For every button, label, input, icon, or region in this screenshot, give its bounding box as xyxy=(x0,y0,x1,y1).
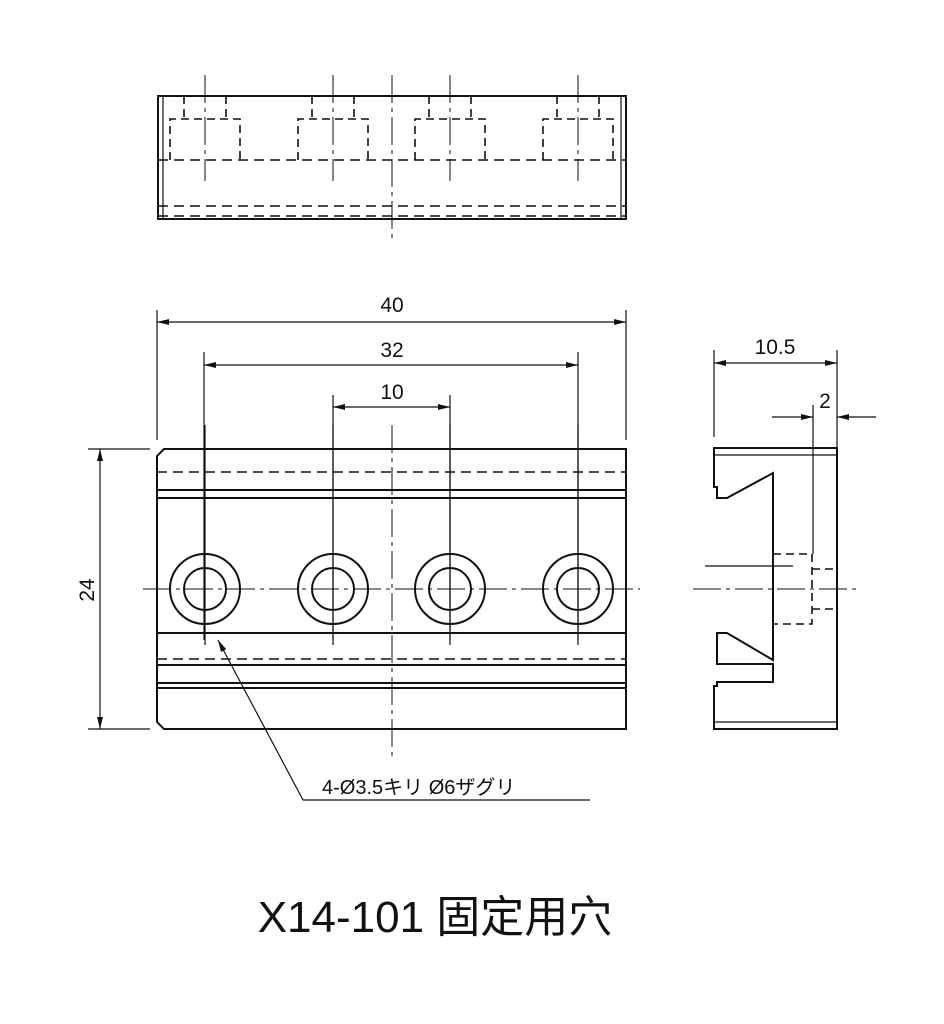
side-view: 10.5 2 xyxy=(693,336,876,730)
dimensions: 40 32 10 24 4-Ø3.5キリ Ø6ザグリ xyxy=(76,294,627,801)
top-hidden-counterbore xyxy=(297,75,369,181)
top-hidden-counterbore xyxy=(414,75,486,181)
top-view xyxy=(157,75,627,240)
dim-2: 2 xyxy=(819,390,831,413)
top-hidden-counterbore xyxy=(169,75,241,181)
counterbore-hole xyxy=(169,425,241,645)
dim-10: 10 xyxy=(380,381,403,404)
dim-24: 24 xyxy=(76,578,99,602)
front-view xyxy=(143,425,640,760)
drawing-title: X14-101 固定用穴 xyxy=(258,893,613,942)
dim-10-5: 10.5 xyxy=(755,336,796,359)
top-hidden-counterbore xyxy=(542,75,614,181)
hole-note: 4-Ø3.5キリ Ø6ザグリ xyxy=(322,776,515,799)
dim-40: 40 xyxy=(380,294,403,317)
dim-32: 32 xyxy=(380,339,403,362)
